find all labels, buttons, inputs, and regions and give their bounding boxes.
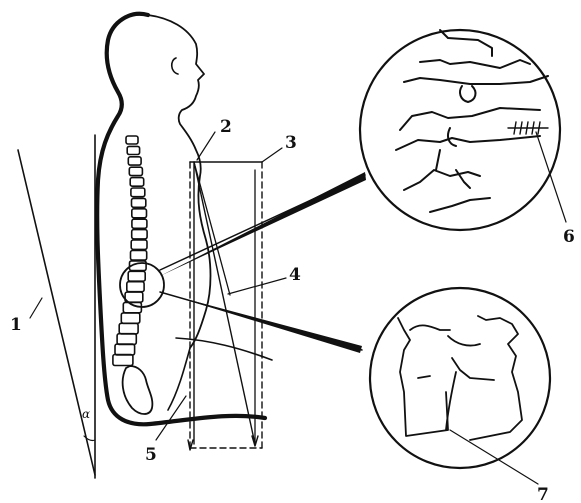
vertebra — [121, 313, 140, 323]
facet-joint — [448, 128, 456, 146]
vertebra — [129, 167, 142, 175]
label-4: 4 — [289, 265, 301, 285]
fracture-line — [446, 372, 456, 430]
label-5: 5 — [145, 445, 157, 465]
lower-vertebrae — [398, 316, 522, 440]
leader-2 — [197, 132, 215, 160]
vertebra-row-4 — [396, 136, 540, 150]
body-mark — [418, 376, 430, 378]
pedicle-line — [436, 150, 440, 170]
vertebra — [132, 230, 147, 239]
upper-zoom-circle — [360, 30, 560, 230]
vertebra — [128, 157, 141, 165]
vertebra-row-2 — [404, 76, 548, 84]
leader-3 — [262, 148, 282, 162]
connector-upper-wedge — [160, 172, 366, 276]
vertebra — [128, 271, 145, 281]
vertebra — [131, 251, 147, 261]
vertebra — [132, 198, 146, 207]
label-7: 7 — [537, 485, 549, 503]
vertebra — [132, 219, 147, 228]
upper-vertebrae — [396, 30, 548, 212]
vertebra-row-1 — [420, 60, 530, 68]
vertebra — [126, 136, 138, 144]
vertebra — [119, 323, 138, 334]
buttock-line — [168, 348, 190, 410]
label-1: 1 — [10, 315, 22, 335]
back-outline — [97, 14, 265, 424]
body-silhouette — [97, 14, 272, 424]
inclined-line — [18, 150, 95, 475]
lamina — [452, 358, 494, 380]
left-process — [410, 325, 450, 330]
leader-7 — [450, 430, 538, 484]
lower-zoom-circle — [370, 288, 550, 468]
vertebra-row-6 — [430, 198, 490, 212]
vertebral-column — [113, 136, 147, 366]
diagonal-line — [194, 162, 255, 444]
vertebra — [131, 240, 147, 249]
vertebra — [132, 209, 147, 218]
vertebra — [131, 188, 145, 197]
upper-zoom — [360, 30, 560, 230]
ear — [172, 58, 178, 74]
leader-6 — [536, 132, 566, 222]
zoom-connectors — [160, 172, 366, 353]
label-3: 3 — [285, 133, 297, 153]
vertebra — [113, 355, 133, 366]
leader-lines — [30, 132, 566, 484]
angle-alpha-label: α — [82, 407, 90, 421]
label-2: 2 — [220, 117, 232, 137]
reference-lines — [18, 135, 95, 478]
leader-4 — [228, 278, 286, 294]
intervertebral-disc — [460, 86, 475, 102]
label-6: 6 — [563, 227, 575, 247]
vertebra — [130, 178, 144, 187]
spinous-process — [448, 336, 480, 346]
sacrum — [123, 366, 153, 414]
mid-line — [194, 162, 230, 295]
vertebra — [115, 344, 135, 355]
vertebra-row-3 — [400, 108, 540, 130]
nerve-compression-marks — [508, 122, 548, 134]
vertebra — [127, 146, 139, 154]
lower-zoom — [370, 288, 550, 468]
vertebra — [127, 282, 144, 292]
vertebra — [117, 334, 136, 345]
leader-1 — [30, 298, 42, 318]
